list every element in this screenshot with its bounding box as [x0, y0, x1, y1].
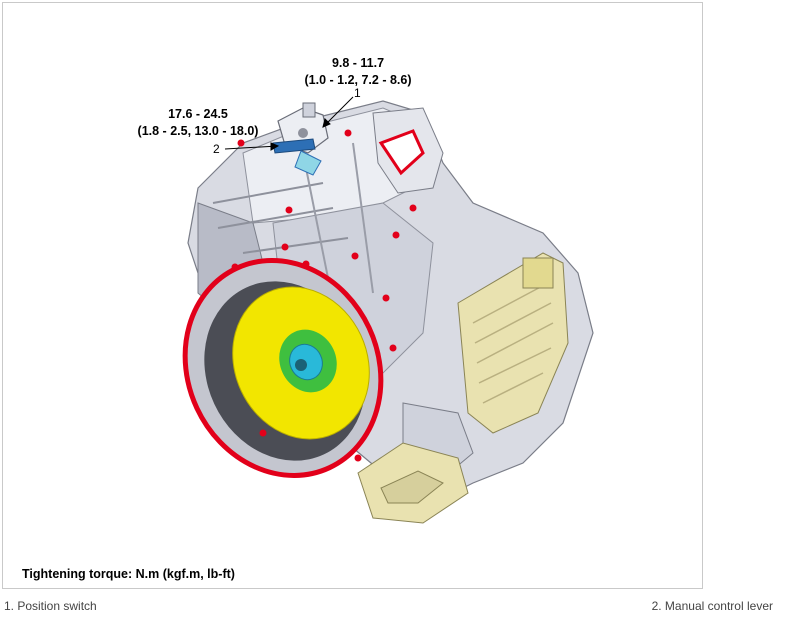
legend-item-manual-control-lever: 2. Manual control lever [651, 599, 773, 613]
lower-housing-block [357, 442, 469, 524]
valve-body [457, 252, 569, 434]
torque-value-alt-units: (1.8 - 2.5, 13.0 - 18.0) [137, 124, 259, 138]
manual-control-lever [272, 138, 322, 176]
torque-units-note: Tightening torque: N.m (kgf.m, lb-ft) [22, 567, 235, 581]
torque-value-alt-units: (1.0 - 1.2, 7.2 - 8.6) [304, 73, 412, 87]
torque-spec-manual-lever: 17.6 - 24.5 (1.8 - 2.5, 13.0 - 18.0) [128, 106, 268, 140]
legend-item-position-switch: 1. Position switch [4, 599, 97, 613]
torque-value-nm: 9.8 - 11.7 [331, 56, 385, 70]
bolt-highlights [231, 129, 417, 462]
callout-number-1: 1 [354, 86, 361, 100]
bellhousing [182, 258, 384, 478]
leader-lines [224, 96, 354, 151]
transmission-illustration [182, 96, 594, 524]
torque-spec-position-switch: 9.8 - 11.7 (1.0 - 1.2, 7.2 - 8.6) [303, 55, 413, 89]
torque-value-nm: 17.6 - 24.5 [168, 107, 228, 121]
figure-frame: 9.8 - 11.7 (1.0 - 1.2, 7.2 - 8.6) 17.6 -… [2, 2, 703, 589]
callout-number-2: 2 [213, 142, 220, 156]
